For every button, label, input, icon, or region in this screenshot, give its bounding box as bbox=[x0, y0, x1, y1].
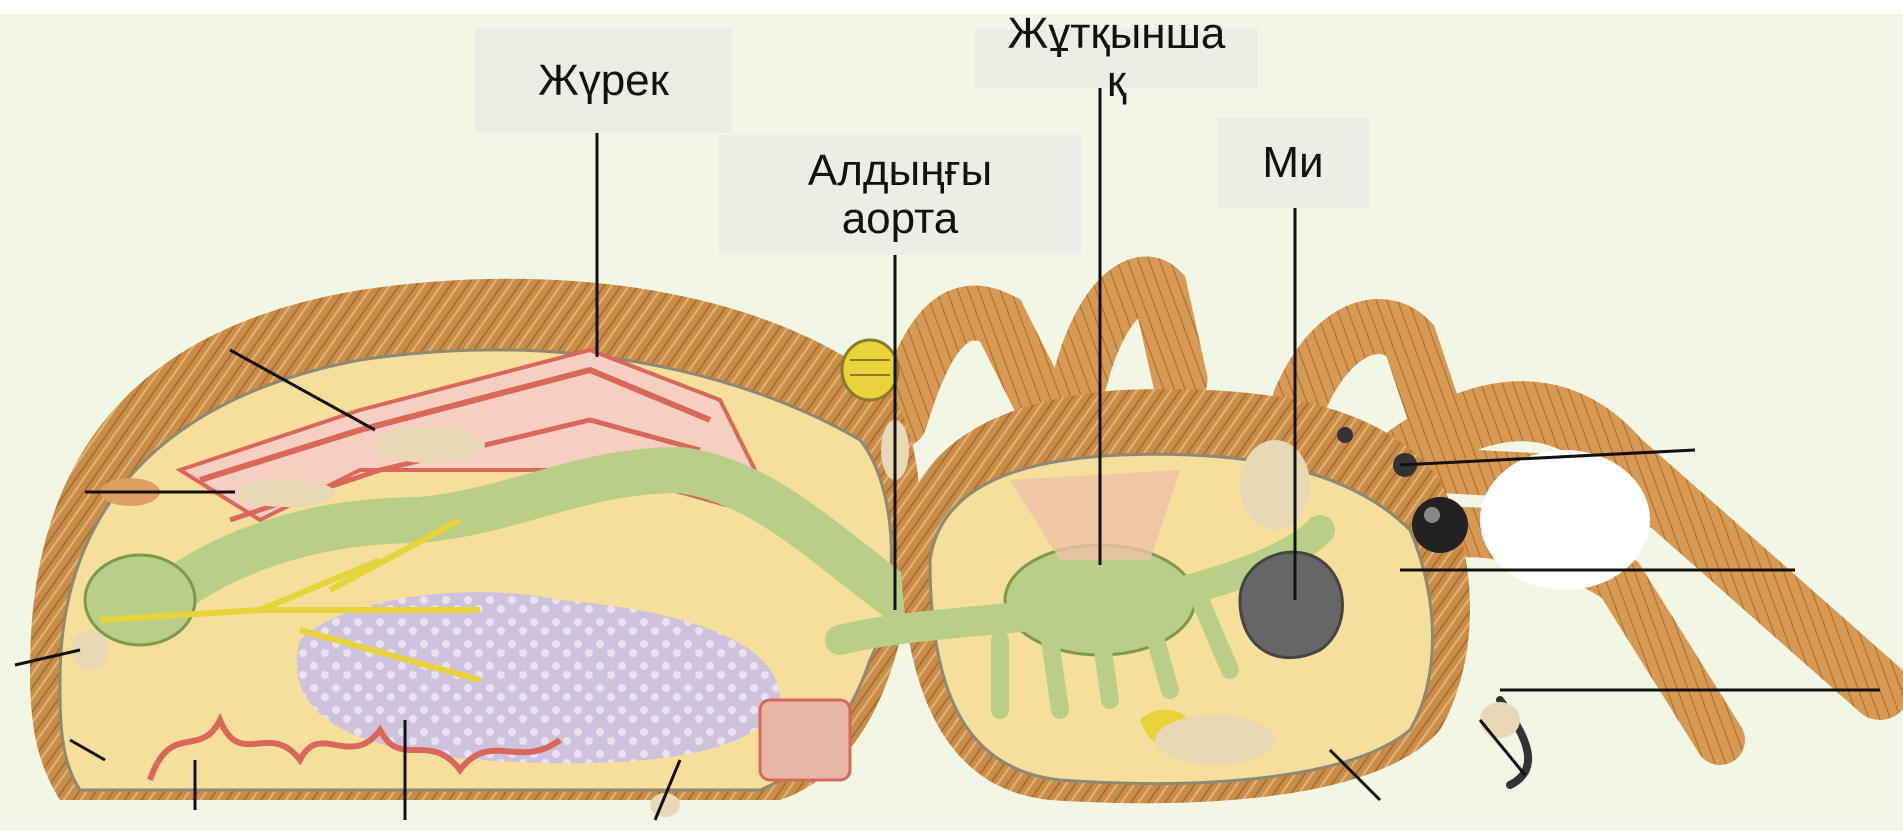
label-pharynx-text: Жұтқынша қ bbox=[1008, 10, 1226, 106]
label-anterior-aorta: Алдыңғы аорта bbox=[719, 135, 1081, 255]
label-heart-text: Жүрек bbox=[538, 57, 669, 105]
label-anterior-aorta-text: Алдыңғы аорта bbox=[808, 147, 992, 243]
book-lung bbox=[842, 340, 898, 400]
label-brain-text: Ми bbox=[1262, 139, 1323, 187]
label-brain: Ми bbox=[1217, 118, 1369, 208]
label-heart: Жүрек bbox=[475, 28, 732, 133]
label-pharynx: Жұтқынша қ bbox=[975, 28, 1258, 88]
